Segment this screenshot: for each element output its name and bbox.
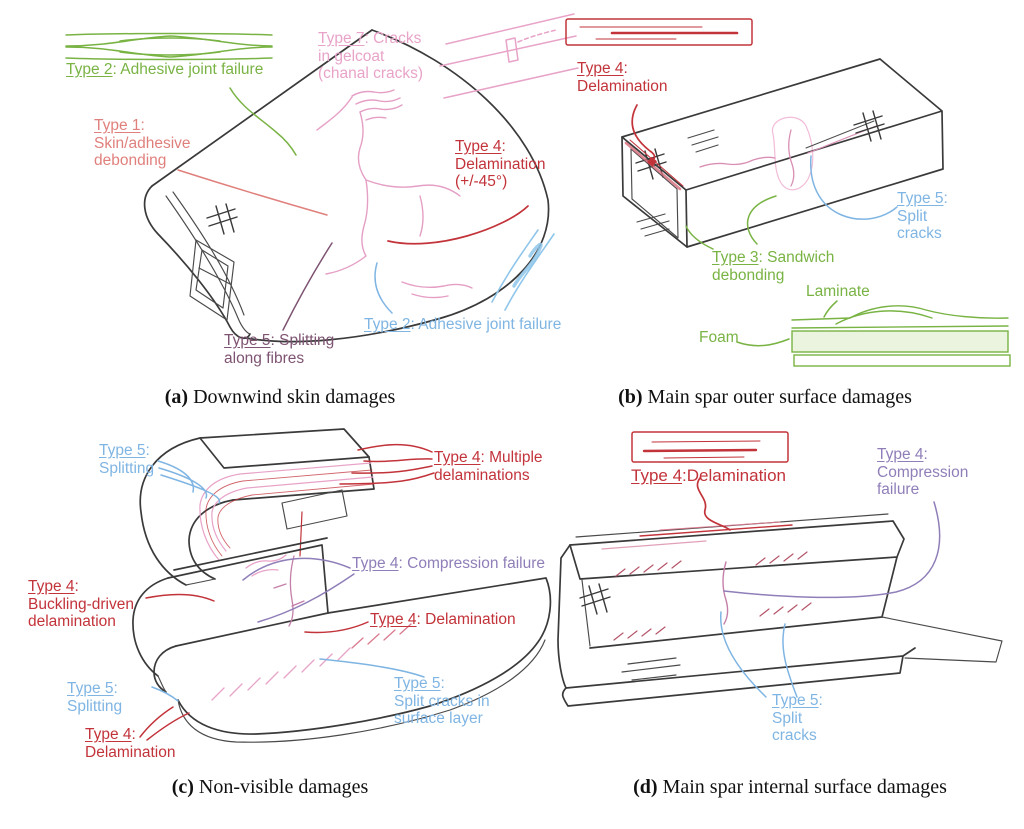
panel-a-leader-lines xyxy=(177,87,529,331)
label-a-type7-gelcoat-cracks: Type 7: Cracks in gelcoat (chanal cracks… xyxy=(318,30,424,83)
label-c-type5-split-cracks-surface-layer: Type 5: Split cracks in surface layer xyxy=(394,675,490,728)
panel-d-leader-lines xyxy=(696,477,941,698)
panel-b-leader-lines xyxy=(631,104,898,347)
label-c-type4-buckling-driven-delamination: Type 4: Buckling-driven delamination xyxy=(28,578,134,631)
caption-panel-c: (c)Non-visible damages xyxy=(171,776,369,798)
caption-panel-a: (a)Downwind skin damages xyxy=(164,386,396,408)
panel-c-flange-sketch xyxy=(139,428,375,586)
panel-b-sandwich-mini-sketch-green xyxy=(791,305,1011,367)
label-a-type1-skin-adhesive-debonding: Type 1: Skin/adhesive debonding xyxy=(94,117,191,170)
panel-c-leader-lines xyxy=(139,443,435,741)
panel-a-adhesive-joint-mini-sketch-green xyxy=(65,32,273,61)
panel-a-adhesive-joint-mini-sketch-blue xyxy=(491,229,555,311)
panel-b-delamination-mini-sketch-red xyxy=(565,18,753,46)
label-d-type4-delamination: Type 4:Delamination xyxy=(631,466,786,485)
label-a-type4-delamination: Type 4: Delamination (+/-45°) xyxy=(455,138,546,191)
label-a-type2-adhesive-joint-failure-blue: Type 2: Adhesive joint failure xyxy=(364,316,562,333)
label-b-type5-split-cracks: Type 5: Split cracks xyxy=(897,190,948,243)
caption-panel-d: (d)Main spar internal surface damages xyxy=(633,776,947,798)
label-c-type4-multiple-delaminations: Type 4: Multiple delaminations xyxy=(434,449,543,484)
caption-panel-b: (b)Main spar outer surface damages xyxy=(618,386,912,408)
panel-a-gelcoat-crack-mini-sketch-pink xyxy=(439,13,579,99)
label-c-type4-delamination-bottom: Type 4: Delamination xyxy=(85,726,176,761)
panel-c-corner-block-sketch xyxy=(132,537,552,743)
label-c-type5-splitting-bottom: Type 5: Splitting xyxy=(67,680,123,715)
panel-a-blade-sketch xyxy=(143,29,550,343)
label-d-type4-compression-failure: Type 4: Compression failure xyxy=(877,446,969,499)
label-c-type5-splitting-top: Type 5: Splitting xyxy=(99,442,155,477)
label-a-type2-adhesive-joint-failure: Type 2: Adhesive joint failure xyxy=(66,61,264,78)
label-b-laminate: Laminate xyxy=(806,283,870,300)
label-b-type3-sandwich-debonding: Type 3: Sandwich debonding xyxy=(712,249,835,284)
label-c-type4-compression-failure: Type 4: Compression failure xyxy=(352,555,545,572)
panel-b-spar-box-sketch xyxy=(621,58,944,248)
panel-d-spar-channel-sketch xyxy=(557,513,1003,707)
label-a-type5-splitting-along-fibres: Type 5: Splitting along fibres xyxy=(224,332,335,367)
label-d-type5-split-cracks: Type 5: Split cracks xyxy=(772,692,823,745)
panel-d-delamination-mini-sketch-red xyxy=(631,431,789,463)
label-b-type4-delamination: Type 4: Delamination xyxy=(577,60,668,95)
label-b-foam: Foam xyxy=(699,329,739,346)
label-c-type4-delamination-mid: Type 4: Delamination xyxy=(370,611,516,628)
